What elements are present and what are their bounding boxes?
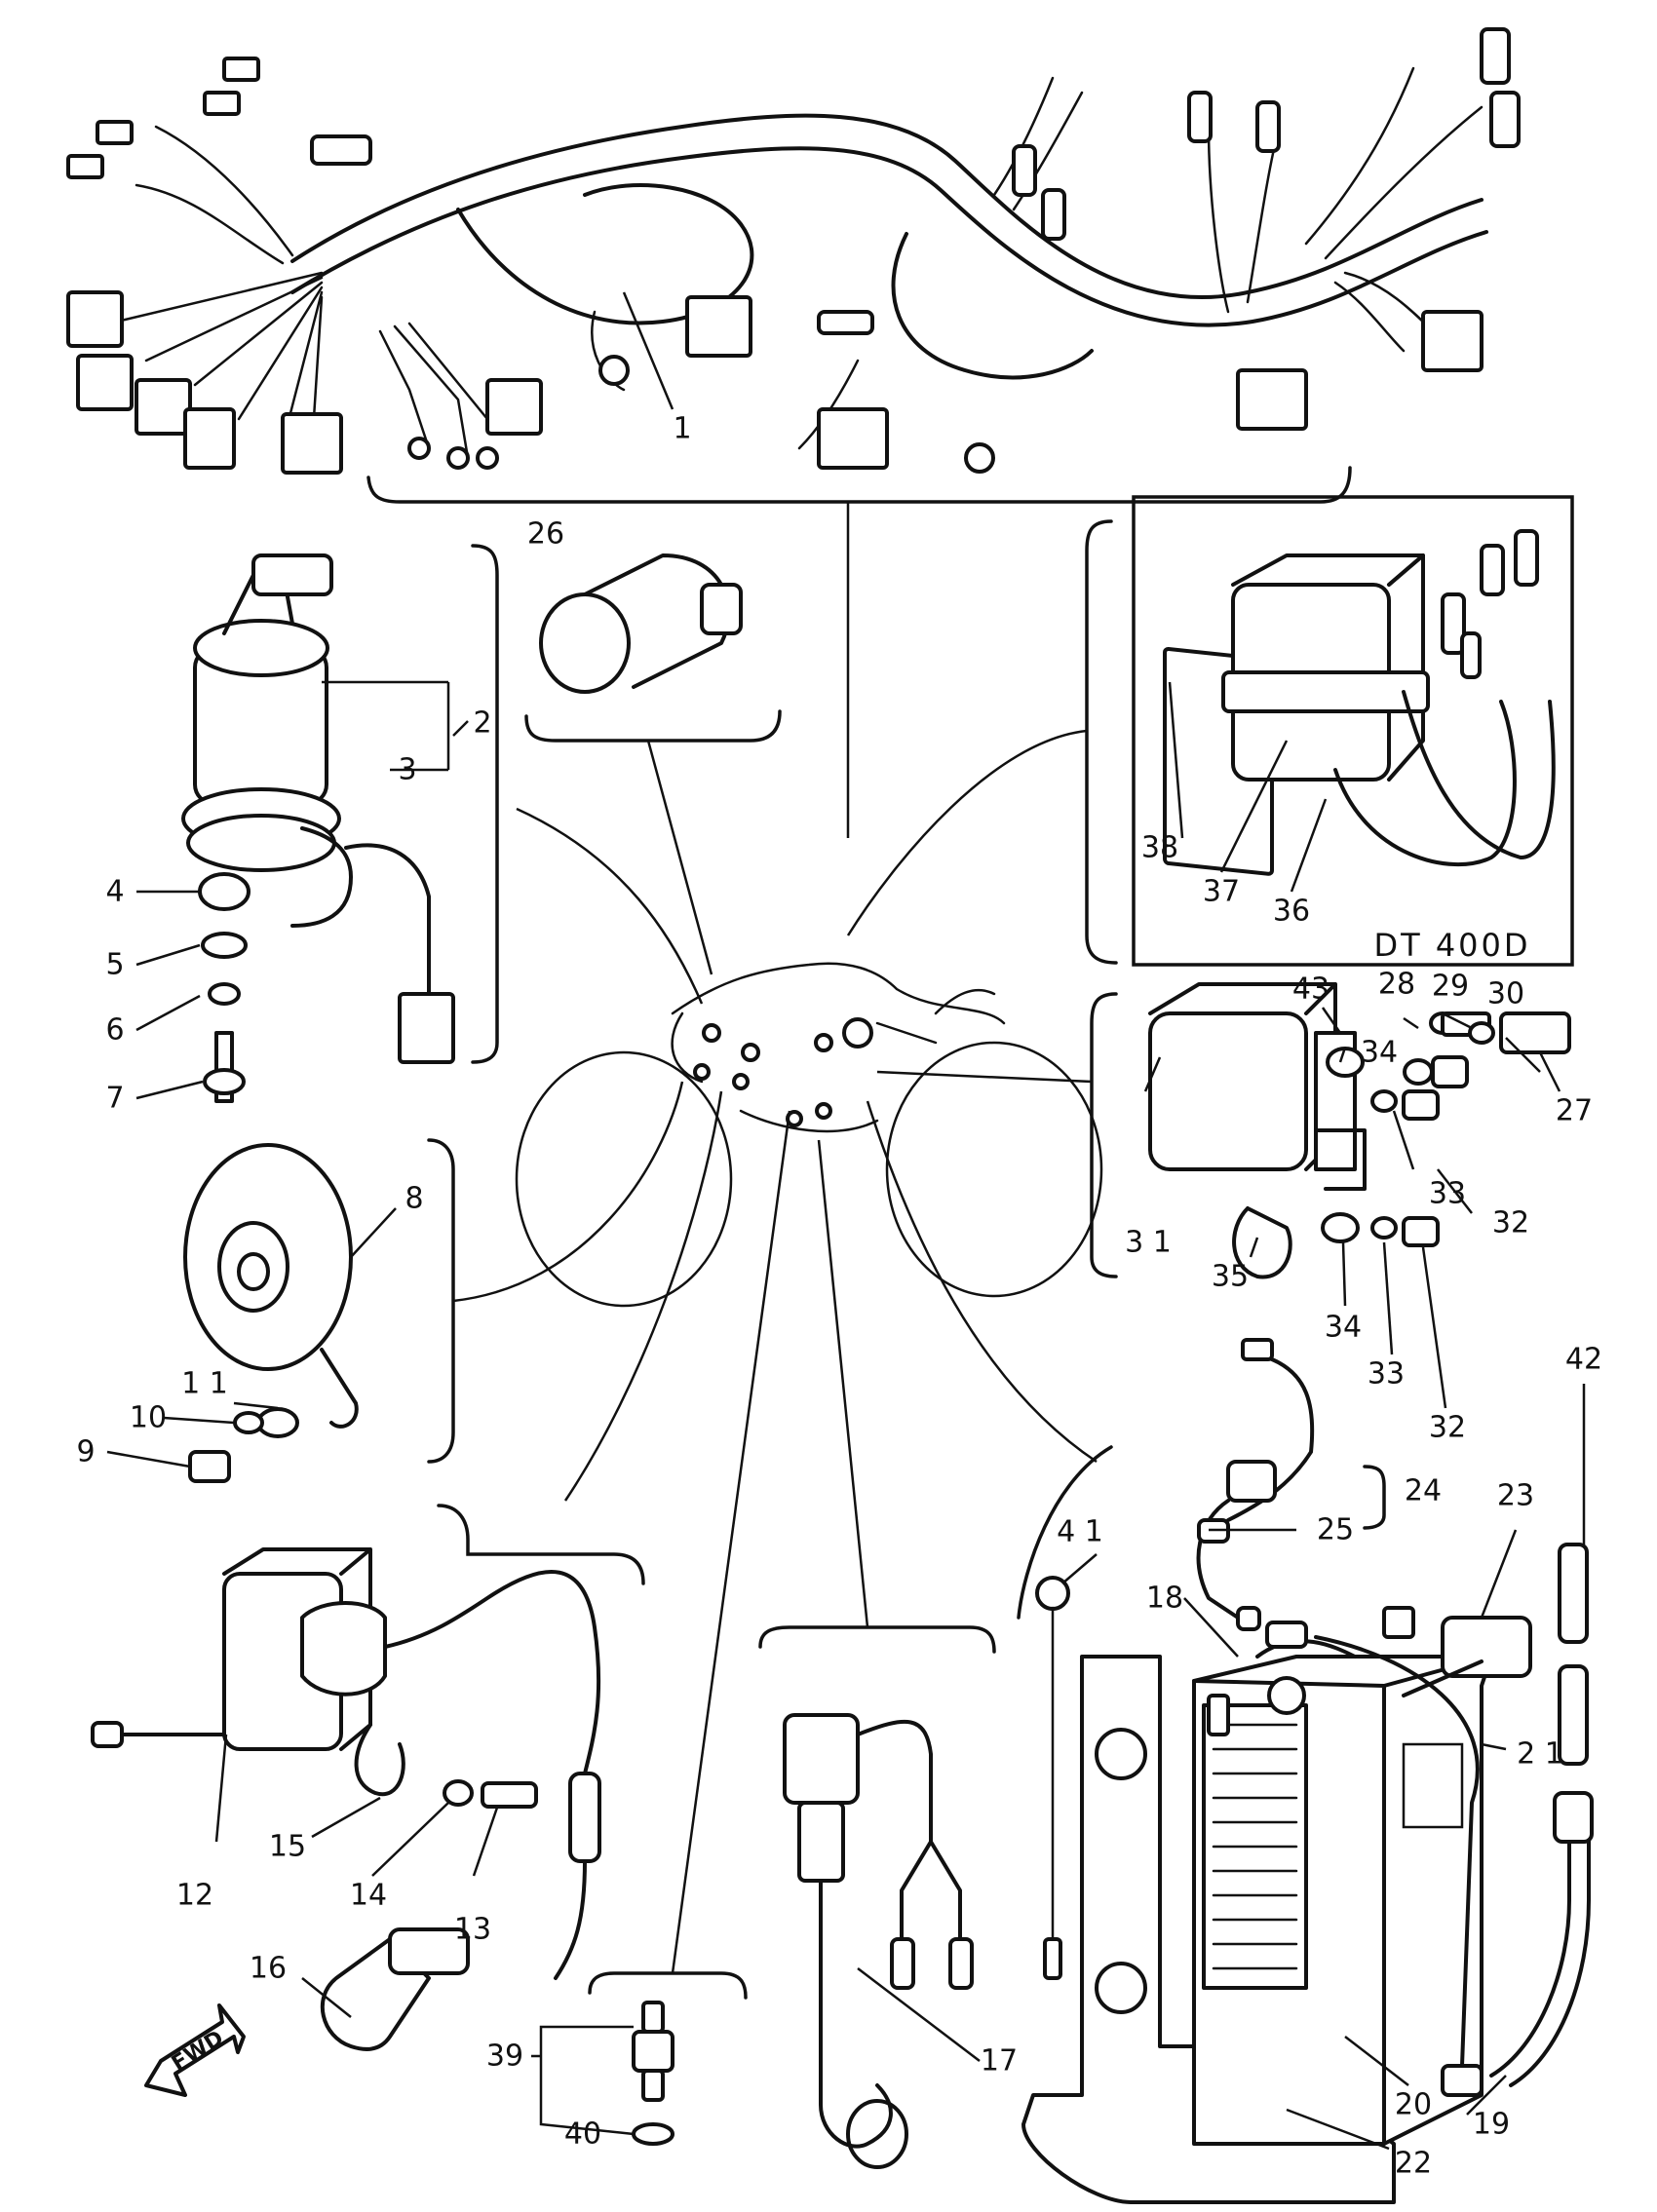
cdi-unit-group [876, 982, 1571, 1279]
callout-38: 38 [1141, 831, 1178, 865]
callout-1: 1 [673, 412, 691, 446]
callout-15: 15 [269, 1830, 306, 1864]
dt400d-panel [846, 495, 1574, 967]
callout-3: 3 [398, 753, 416, 787]
callout-33-lower: 33 [1368, 1357, 1405, 1392]
callout-33-upper: 33 [1429, 1177, 1466, 1211]
callout-10: 10 [130, 1401, 167, 1435]
callout-28: 28 [1378, 968, 1415, 1002]
callout-12: 12 [176, 1879, 213, 1913]
callout-22: 22 [1395, 2147, 1432, 2181]
main-switch [181, 544, 499, 1064]
callout-11: 1 1 [181, 1367, 228, 1401]
callout-14: 14 [350, 1879, 387, 1913]
callout-24: 24 [1405, 1474, 1442, 1508]
horn [183, 1081, 684, 1483]
callout-17: 17 [981, 2044, 1018, 2079]
fwd-label: FWD [168, 2026, 228, 2077]
callout-32-upper: 32 [1492, 1206, 1529, 1240]
callout-34-lower: 34 [1325, 1311, 1362, 1345]
wire-harness [66, 27, 1521, 838]
callout-29: 29 [1432, 970, 1469, 1004]
callout-18: 18 [1146, 1582, 1183, 1616]
model-label: DT 400D [1373, 927, 1530, 964]
callout-4: 4 [105, 875, 124, 909]
callout-7: 7 [105, 1082, 124, 1116]
forward-direction-arrow: FWD [144, 2003, 246, 2097]
callout-19: 19 [1473, 2108, 1510, 2142]
callout-41: 4 1 [1057, 1515, 1103, 1549]
callout-36: 36 [1273, 895, 1310, 929]
callout-5: 5 [105, 948, 124, 982]
callout-32-lower: 32 [1429, 1411, 1466, 1445]
callout-23: 23 [1497, 1479, 1534, 1513]
callout-37: 37 [1203, 875, 1240, 909]
callout-31: 3 1 [1125, 1226, 1172, 1260]
ignition-coil [91, 1090, 723, 2051]
callout-39: 39 [486, 2040, 523, 2074]
callout-35: 35 [1212, 1260, 1249, 1294]
callout-42: 42 [1565, 1343, 1602, 1377]
callout-20: 20 [1395, 2088, 1432, 2122]
battery-group [866, 1100, 1594, 2204]
callout-9: 9 [76, 1435, 95, 1469]
callout-26: 26 [527, 517, 564, 552]
callout-2: 2 [473, 706, 491, 741]
flasher-relay [524, 553, 782, 975]
callout-40: 40 [564, 2117, 601, 2152]
motorcycle-outline [515, 807, 1103, 1308]
callout-43: 43 [1292, 973, 1329, 1007]
rectifier-lead [758, 1139, 996, 2169]
switch-hardware [198, 872, 250, 1103]
callout-16: 16 [250, 1952, 287, 1986]
callout-30: 30 [1487, 977, 1524, 1011]
neutral-switch [588, 1110, 791, 2146]
callout-21: 2 1 [1517, 1737, 1563, 1772]
callout-27: 27 [1556, 1094, 1593, 1128]
callout-6: 6 [105, 1013, 124, 1048]
callout-13: 13 [454, 1913, 491, 1947]
callout-34-upper: 34 [1361, 1036, 1398, 1070]
leader-lines [106, 680, 1586, 2151]
callout-8: 8 [405, 1182, 423, 1216]
callout-25: 25 [1317, 1513, 1354, 1547]
callout-labels: 1 2 3 4 5 6 7 8 9 10 1 1 12 13 14 15 16 … [76, 412, 1602, 2181]
